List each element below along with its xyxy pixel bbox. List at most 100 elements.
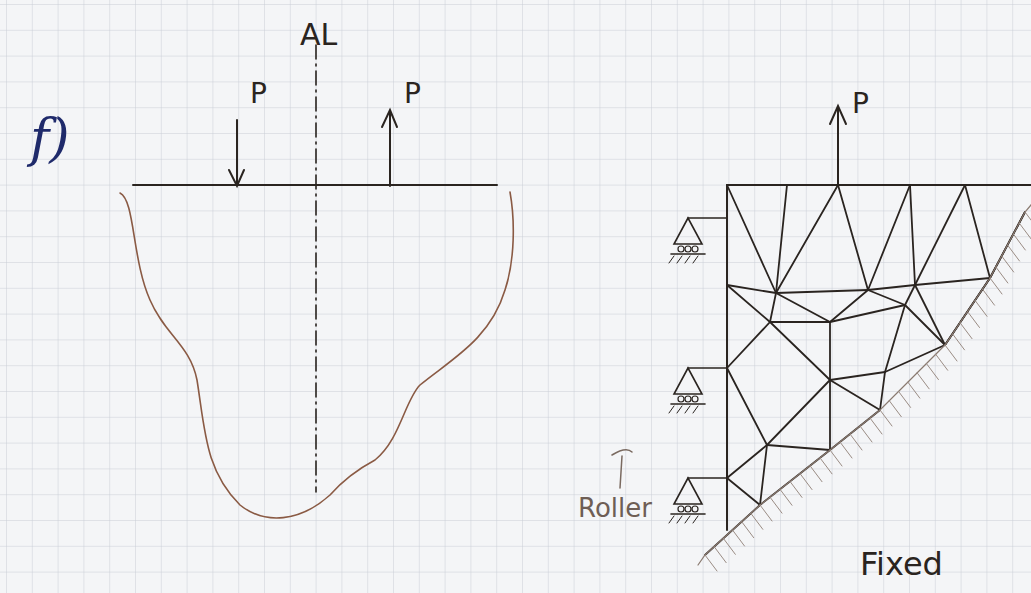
roller-support [669,368,727,413]
roller-support [669,478,727,523]
mesh-edge [767,445,830,450]
fixed-boundary [698,205,1031,565]
mesh-edge [727,478,760,505]
ground-hatch [936,354,948,370]
mesh-edge [885,345,945,372]
ground-hatch [693,406,698,413]
ground-hatch [880,410,892,426]
mesh-edge [838,185,868,290]
boundary-label: Roller [578,495,652,521]
mesh-edge [760,445,767,505]
mesh-edge [727,185,776,293]
roller-wheel [692,506,698,512]
ground-hatch [760,505,772,521]
mesh-edge [776,290,868,293]
ground-hatch [820,458,832,474]
ground-hatch [685,256,690,263]
support-triangle [674,478,702,504]
ground-hatch [677,256,682,263]
ground-hatch [996,267,1008,283]
ground-hatch [677,406,682,413]
ground-hatch [850,434,862,450]
ground-hatch [945,345,957,361]
mesh-edge [776,185,838,293]
body-outline [120,192,513,518]
mesh-edge [726,368,728,478]
roller-wheel [692,396,698,402]
arrow-head [229,170,244,186]
ground-hatch [733,530,745,546]
mesh-edge [770,322,830,380]
ground-hatch [1019,223,1031,239]
support-link [688,367,727,369]
surface-line [133,184,497,186]
support-link [688,477,727,479]
ground-hatch [810,466,822,482]
ground-hatch [926,364,938,380]
left-figure [120,45,513,518]
mesh-edge [915,278,990,285]
ground-hatch [889,401,901,417]
load-label: P [250,80,267,108]
ground-hatch [1013,234,1025,250]
mesh-edge [727,368,767,445]
ground-hatch [968,312,980,328]
ground-hatch [899,391,911,407]
ground-hatch [770,497,782,513]
ground-hatch [975,300,987,316]
ground-hatch [669,516,674,523]
support-link [688,217,727,219]
mesh-edge [830,372,885,380]
ground-hatch [723,538,735,554]
surface-line [727,184,1031,186]
ground-hatch [830,450,842,466]
mesh-edge [868,185,910,290]
ground-hatch [669,256,674,263]
mesh-edge [727,322,770,368]
ground-line [671,403,705,405]
figure-label: f) [30,112,70,164]
ground-hatch [840,442,852,458]
mesh-edge [829,380,831,450]
roller-wheel [678,396,684,402]
mesh-edge [868,290,905,305]
ground-hatch [960,323,972,339]
mesh-edge [776,293,830,322]
leader-line [612,450,632,488]
roller-wheel [685,506,691,512]
mesh-edge [910,185,915,285]
mesh-edge [905,305,945,345]
load-arrow [236,120,238,184]
roller-support [669,218,727,263]
mesh-edge [885,305,905,372]
mesh-edge [829,322,831,380]
ground-line [671,513,705,515]
support-triangle [674,368,702,394]
ground-hatch [751,513,763,529]
ground-hatch [983,289,995,305]
boundary-label: Fixed [860,548,943,580]
mesh-edge [965,185,990,278]
mesh-edge [915,185,965,285]
ground-hatch [917,373,929,389]
roller-wheel [685,396,691,402]
ground-hatch [1002,256,1014,272]
mesh-edge [905,285,915,305]
mesh-edge [830,305,905,322]
axis-line [315,45,317,492]
ground-hatch [693,516,698,523]
load-label: P [852,90,869,118]
ground-hatch [677,516,682,523]
ground-hatch [693,256,698,263]
mesh-edge [838,184,910,186]
mesh-edge [770,321,830,323]
arrow-head [830,106,846,124]
ground-hatch [714,547,726,563]
ground-hatch [685,516,690,523]
ground-hatch [1025,212,1031,228]
ground-hatch [1008,245,1020,261]
ground-hatch [742,522,754,538]
arrow-head [382,110,397,127]
